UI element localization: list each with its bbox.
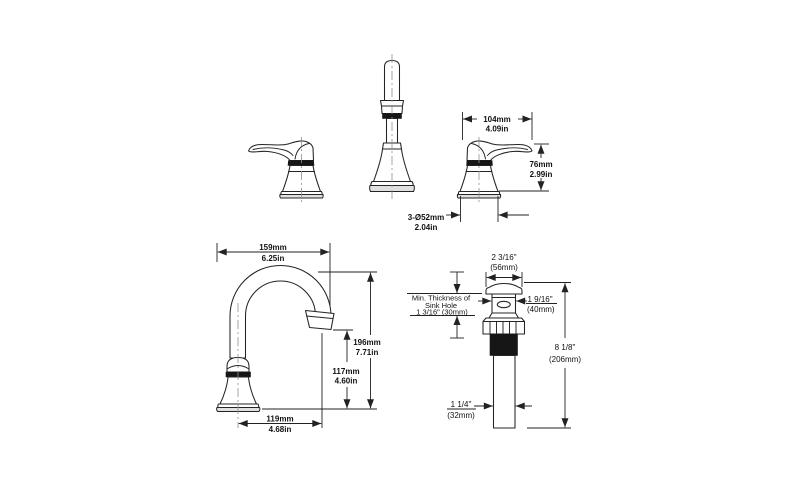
sink-hole-note-line1: Min. Thickness of xyxy=(412,294,471,303)
dim-handle-width-mm: 104mm xyxy=(483,115,511,124)
spout-outlet xyxy=(304,309,335,331)
dim-drain-cap: 2 3/16" (56mm) xyxy=(485,253,523,287)
dim-drain-cap-in: 2 3/16" xyxy=(491,253,516,262)
dim-spout-height-in: 7.71in xyxy=(356,348,379,357)
spout-view xyxy=(216,265,335,412)
dim-drain-length-in: 8 1/8" xyxy=(555,343,576,352)
dim-spout-reach-in: 6.25in xyxy=(262,254,285,263)
dim-spout-reach: 159mm 6.25in xyxy=(216,243,331,305)
dim-drain-body: 1 9/16" (40mm) xyxy=(478,295,557,314)
dim-outlet-height-mm: 117mm xyxy=(332,367,359,376)
dim-spout-height-mm: 196mm xyxy=(353,338,381,347)
drain-view xyxy=(482,282,526,429)
dim-sink-hole: Min. Thickness of Sink Hole 1 3/16" (30m… xyxy=(407,271,482,339)
dim-outlet-reach: 119mm 4.68in xyxy=(238,333,323,434)
dim-outlet-height-in: 4.60in xyxy=(335,377,358,386)
dim-outlet-height: 117mm 4.60in xyxy=(332,329,360,409)
dim-handle-width: 104mm 4.09in xyxy=(462,112,533,140)
valve-band xyxy=(382,113,402,119)
dim-spout-height: 196mm 7.71in xyxy=(262,271,381,410)
dim-spout-reach-mm: 159mm xyxy=(259,243,287,252)
sink-hole-note-line2: Sink Hole xyxy=(425,301,457,310)
drain-nut xyxy=(482,317,526,335)
handle-left-view xyxy=(247,140,324,199)
dim-drain-cap-mm: (56mm) xyxy=(490,263,518,272)
dim-pipe-dia: 1 1/4" (32mm) xyxy=(447,400,532,420)
dim-base-diameter: 3-Ø52mm 2.04in xyxy=(408,196,529,232)
drain-threads xyxy=(489,333,518,356)
dim-pipe-dia-in: 1 1/4" xyxy=(451,400,472,409)
dim-drain-length: 8 1/8" (206mm) xyxy=(524,282,581,429)
dim-base-dia-mm: 3-Ø52mm xyxy=(408,213,444,222)
sink-hole-note-line3: 1 3/16" (30mm) xyxy=(416,308,468,317)
dim-outlet-reach-mm: 119mm xyxy=(266,415,293,424)
valve-base xyxy=(369,185,415,192)
dim-handle-height: 76mm 2.99in xyxy=(499,143,553,192)
handle-right-view xyxy=(456,140,533,199)
dim-handle-width-in: 4.09in xyxy=(486,125,509,134)
drain-slot xyxy=(496,300,511,309)
handle-lever xyxy=(247,140,315,162)
dim-outlet-reach-in: 4.68in xyxy=(269,425,292,434)
dim-drain-length-mm: (206mm) xyxy=(549,355,581,364)
dim-handle-height-in: 2.99in xyxy=(530,170,553,179)
drain-cap xyxy=(485,282,523,295)
dim-pipe-dia-mm: (32mm) xyxy=(447,411,475,420)
dim-drain-body-mm: (40mm) xyxy=(527,305,555,314)
dim-handle-height-mm: 76mm xyxy=(529,160,552,169)
handle-band xyxy=(287,160,315,166)
dim-drain-body-in: 1 9/16" xyxy=(528,295,553,304)
dim-base-dia-in: 2.04in xyxy=(415,223,438,232)
drain-pipe xyxy=(492,354,516,429)
